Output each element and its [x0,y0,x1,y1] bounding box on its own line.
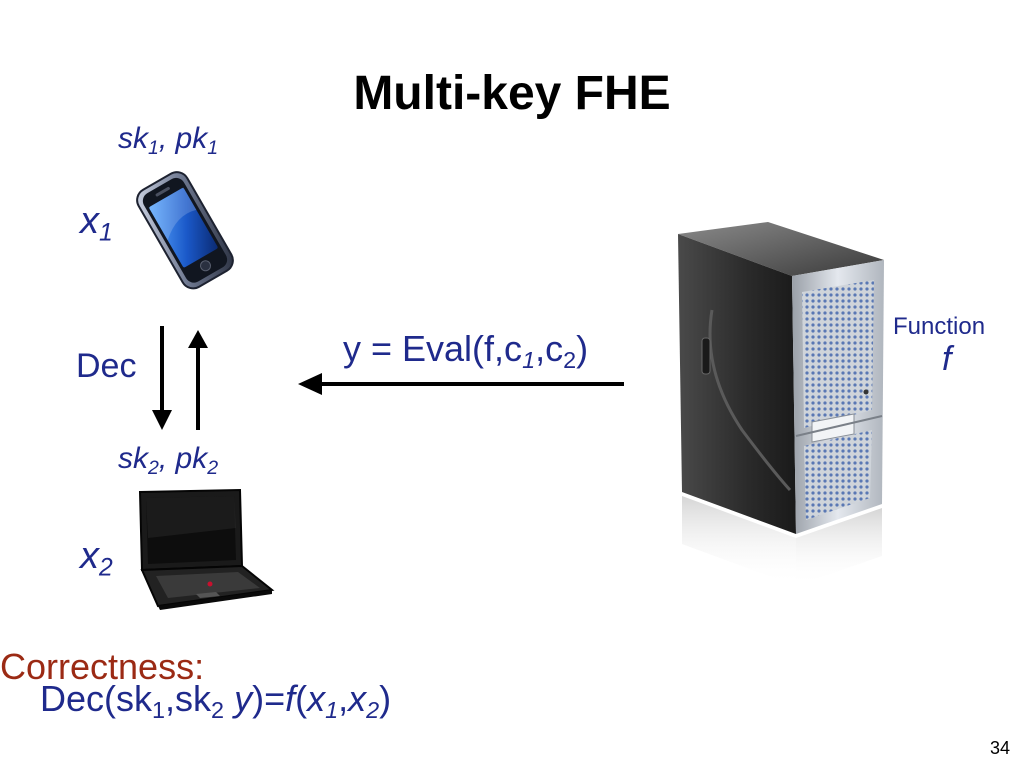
x2-var: x [80,535,99,577]
sk1-sub: 1 [148,136,159,159]
sk2-label: sk [118,442,148,475]
formula-part: , [338,678,349,719]
x1-label: x1 [80,200,113,247]
sk2-sub: 2 [148,456,159,479]
formula-part: )= [252,678,286,719]
eval-arrow [298,373,624,395]
formula-part: ,sk [165,678,212,719]
function-symbol: f [942,340,952,378]
function-label: Function [893,313,986,340]
pk1-label: pk [175,122,208,155]
formula-part: Dec(sk [40,678,153,719]
x1-var: x [80,200,99,242]
formula-var-x2: x [348,678,367,719]
page-number: 34 [990,738,1011,758]
formula-sub: 2 [366,697,380,724]
pk1-sub: 1 [207,136,219,159]
formula-sub: 2 [211,697,225,724]
eval-sub2: 2 [563,347,577,374]
party2-keys: sk2, pk2 [118,442,219,479]
formula-var-f: f [285,678,296,719]
eval-prefix: y = Eval(f,c [343,328,523,369]
dec-arrows [152,326,208,430]
formula-sub: 1 [152,697,166,724]
slide-title: Multi-key FHE [353,67,671,120]
formula-sub: 1 [325,697,339,724]
eval-mid: ,c [535,328,564,369]
formula-part: ( [295,678,308,719]
formula-var-x1: x [307,678,326,719]
dec-label: Dec [76,347,137,385]
formula-var-y: y [234,678,253,719]
formula-part: ) [379,678,392,719]
x2-label: x2 [80,535,113,582]
x1-sub: 1 [99,219,113,247]
correctness-label: Correctness: [0,646,205,687]
correctness-formula: Dec(sk1,sk2 y)=f(x1,x2) [40,678,392,724]
pk2-label: pk [175,442,208,475]
sk1-label: sk [118,122,148,155]
server-icon [678,222,884,586]
smartphone-icon [136,171,234,290]
party1-keys: sk1, pk1 [118,122,219,159]
formula-part [224,678,234,719]
eval-suffix: ) [576,328,589,369]
pk2-sub: 2 [207,456,219,479]
eval-expression: y = Eval(f,c1,c2) [343,328,589,374]
x2-sub: 2 [99,554,113,582]
eval-sub1: 1 [522,347,536,374]
laptop-icon [138,488,275,610]
